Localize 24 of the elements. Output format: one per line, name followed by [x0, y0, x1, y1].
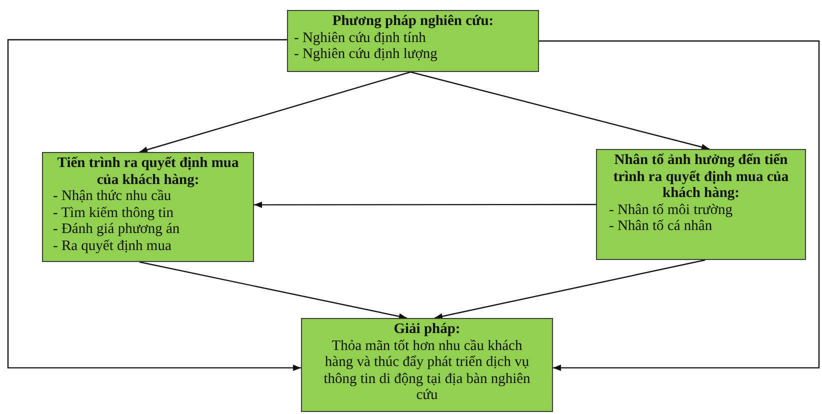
list-item: - Nhân tố cá nhân [609, 218, 714, 234]
process-box [301, 318, 553, 412]
list-item: - Nhận thức nhu cầu [53, 188, 172, 204]
arrow [139, 71, 411, 153]
box-heading: Nhân tố ảnh hưởng đến tiến trình ra quyết định mua của khách hàng: [612, 152, 790, 202]
arrow [254, 202, 596, 208]
list-item: - Nhân tố môi trường [609, 202, 734, 218]
arrow [7, 39, 301, 372]
process-box [42, 152, 254, 262]
arrow [434, 259, 706, 320]
box-heading: Phương pháp nghiên cứu: [331, 13, 495, 30]
list-item: - Nghiên cứu định lượng [294, 46, 438, 62]
box-heading: Giải pháp: [392, 321, 462, 338]
box-heading: Tiến trình ra quyết định mua của khách hàng: [56, 155, 240, 188]
arrow [410, 71, 710, 150]
arrow [539, 40, 820, 372]
list-item: - Ra quyết định mua [53, 238, 172, 254]
process-box [596, 149, 806, 260]
arrow [139, 261, 407, 320]
box-text: Thỏa mãn tốt hơn nhu cầu khách hàng và thúc đẩy phát triển dịch vụ thông tin di động tại địa bàn nghiên cứu [322, 338, 532, 404]
process-box [287, 10, 539, 72]
list-item: - Đánh giá phương án [53, 221, 181, 238]
list-item: - Tìm kiếm thông tin [53, 204, 175, 221]
list-item: - Nghiên cứu định tính [294, 30, 427, 46]
